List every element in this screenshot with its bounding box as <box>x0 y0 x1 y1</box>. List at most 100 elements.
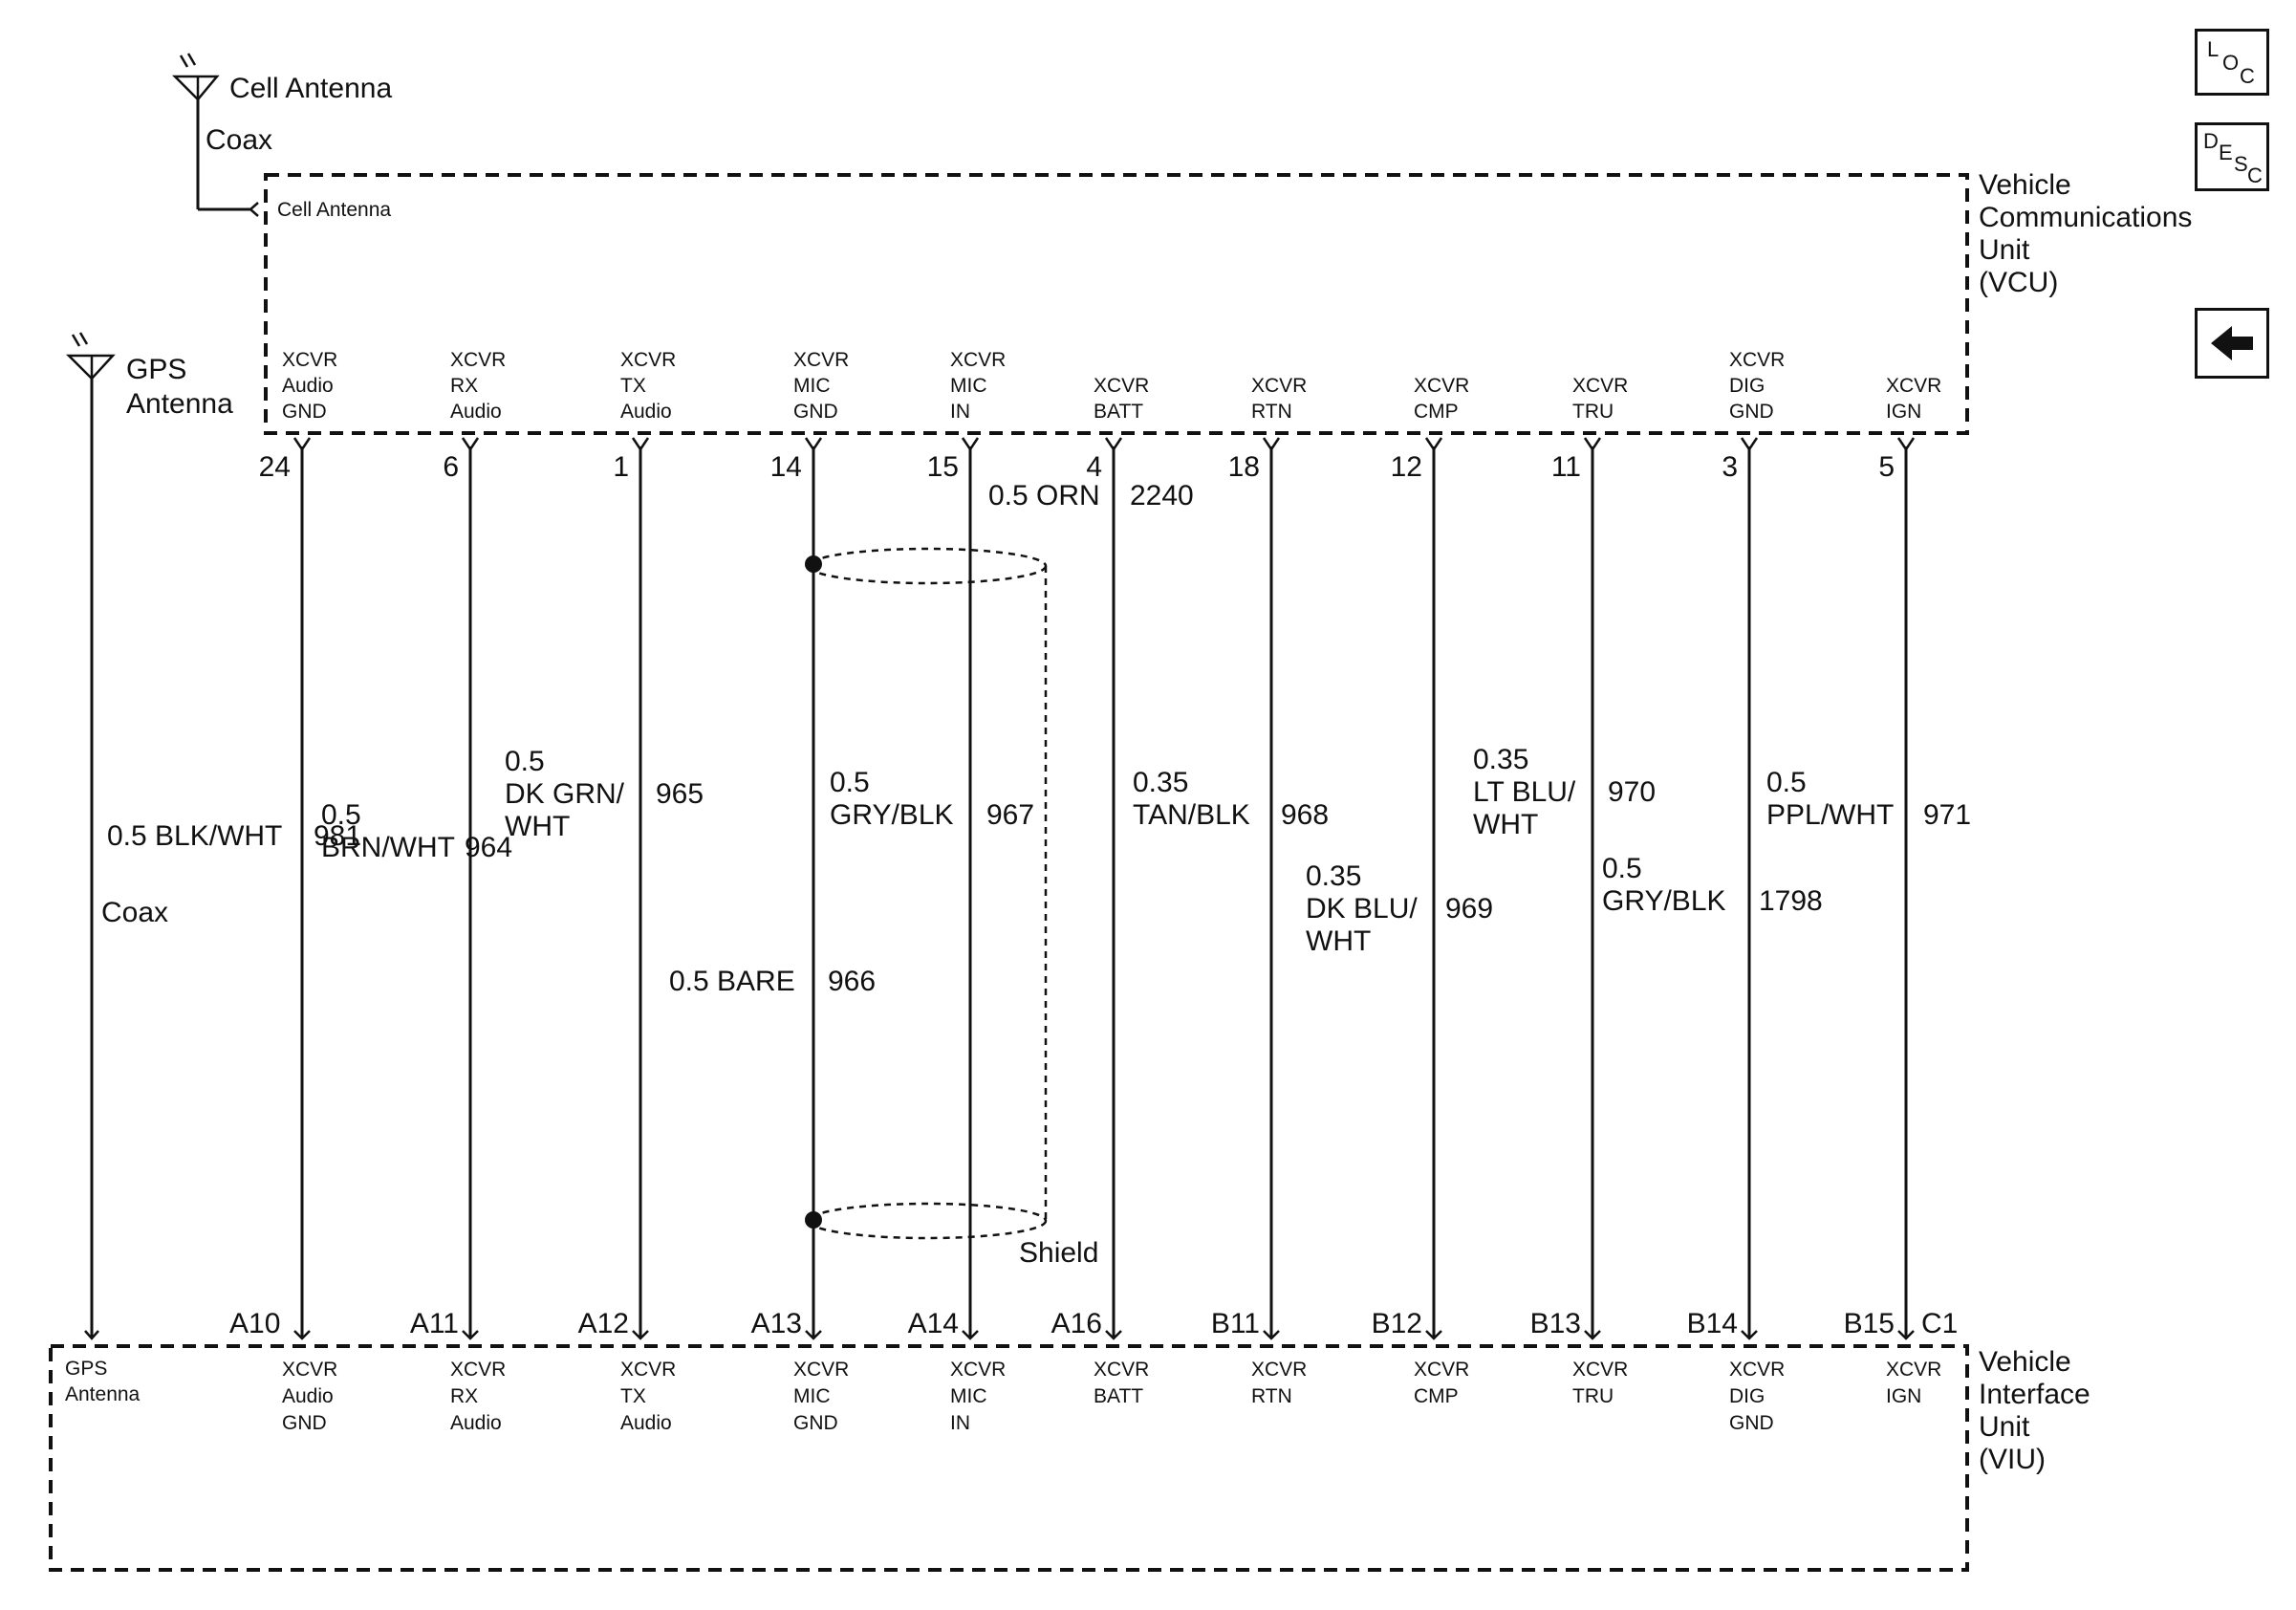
vcu-signal-label: XCVR <box>1094 375 1149 397</box>
back-arrow-icon <box>2211 326 2253 360</box>
desc-button[interactable]: D E S C <box>2195 122 2269 191</box>
vcu-name-line: Communications <box>1979 202 2192 233</box>
desc-letter: E <box>2219 141 2233 164</box>
vcu-cell-port-label: Cell Antenna <box>277 199 391 221</box>
vcu-signal-label: Audio <box>282 375 334 397</box>
viu-signal-label: XCVR <box>1414 1359 1469 1381</box>
viu-pin-number: A16 <box>1051 1308 1102 1339</box>
viu-signal-label: XCVR <box>1886 1359 1941 1381</box>
back-button[interactable] <box>2195 308 2269 379</box>
vcu-connector-icon <box>631 437 650 452</box>
viu-signal-label: MIC <box>950 1385 987 1407</box>
viu-signal-label: DIG <box>1729 1385 1765 1407</box>
wire-color-label: 0.5 <box>1602 853 1642 884</box>
vcu-signal-label: BATT <box>1094 401 1143 423</box>
viu-name-line: (VIU) <box>1979 1444 2046 1475</box>
wire-color-label: PPL/WHT <box>1766 799 1894 831</box>
vcu-signal-label: GND <box>282 401 327 423</box>
viu-pin-number: B12 <box>1372 1308 1422 1339</box>
cell-antenna-cable: Coax <box>206 124 272 156</box>
viu-signal-label: GND <box>1729 1412 1774 1434</box>
wire-color-label: TAN/BLK <box>1133 799 1250 831</box>
gps-antenna-label: Antenna <box>126 388 233 420</box>
viu-connector-icon <box>1425 1330 1442 1340</box>
vcu-signal-label: XCVR <box>1572 375 1628 397</box>
viu-connector-icon <box>1741 1330 1758 1340</box>
vcu-name-line: (VCU) <box>1979 267 2058 298</box>
wire-color-label: 0.5 <box>321 799 361 831</box>
cell-antenna-icon <box>171 53 220 101</box>
wire-color-label: DK BLU/ <box>1306 893 1418 925</box>
vcu-signal-label: XCVR <box>1729 349 1785 371</box>
desc-letter: C <box>2247 163 2263 187</box>
viu-signal-label: Audio <box>282 1385 334 1407</box>
viu-connector-icon <box>1584 1330 1601 1340</box>
shield-icon <box>805 547 1048 1240</box>
wire-color-label: WHT <box>1306 925 1371 957</box>
wire-color-label: 0.5 ORN <box>988 480 1100 511</box>
vcu-pin-number: 18 <box>1228 451 1260 483</box>
vcu-pin-number: 14 <box>770 451 802 483</box>
vcu-signal-label: GND <box>793 401 838 423</box>
viu-connector-icon <box>962 1330 979 1340</box>
wire-color-label: GRY/BLK <box>1602 885 1726 917</box>
vcu-connector-icon <box>1424 437 1443 452</box>
viu-signal-label: XCVR <box>950 1359 1006 1381</box>
circuit-number: 964 <box>465 832 512 863</box>
vcu-signal-label: RTN <box>1251 401 1292 423</box>
circuit-number: 969 <box>1445 893 1493 925</box>
wire-color-label: 0.5 BARE <box>669 966 795 997</box>
shield-label: Shield <box>1019 1237 1098 1269</box>
wire-color-label: LT BLU/ <box>1473 776 1576 808</box>
vcu-pin-number: 4 <box>1086 451 1102 483</box>
wire-color-label: 0.35 <box>1133 767 1188 798</box>
viu-pin-number: B15 <box>1844 1308 1895 1339</box>
viu-signal-label: XCVR <box>1251 1359 1307 1381</box>
wire-color-label: 0.5 <box>830 767 870 798</box>
vcu-connector-icon <box>804 437 823 452</box>
vcu-signal-label: XCVR <box>282 349 337 371</box>
viu-signal-label: RX <box>450 1385 478 1407</box>
vcu-signal-label: RX <box>450 375 478 397</box>
wire-color-label: GRY/BLK <box>830 799 954 831</box>
vcu-box <box>264 173 1969 435</box>
viu-connector-icon <box>1263 1330 1280 1340</box>
wire-color-label: DK GRN/ <box>505 778 625 810</box>
viu-signal-label: XCVR <box>620 1359 676 1381</box>
viu-signal-label: GND <box>793 1412 838 1434</box>
circuit-number: 970 <box>1608 776 1656 808</box>
cell-antenna-label: Cell Antenna <box>229 73 392 104</box>
gps-antenna-icon <box>65 332 116 381</box>
gps-viu-pin: A10 <box>229 1308 280 1339</box>
viu-signal-label: XCVR <box>1729 1359 1785 1381</box>
viu-connector-icon <box>632 1330 649 1340</box>
viu-name-line: Vehicle <box>1979 1346 2071 1378</box>
viu-signal-label: BATT <box>1094 1385 1143 1407</box>
vcu-pin-number: 15 <box>927 451 959 483</box>
vcu-signal-label: Audio <box>620 401 672 423</box>
wire-color-label: WHT <box>1473 809 1538 840</box>
vcu-pin-number: 11 <box>1551 451 1581 483</box>
vcu-signal-label: XCVR <box>620 349 676 371</box>
wire-color-label: 0.35 <box>1306 860 1361 892</box>
viu-connector-icon <box>293 1330 311 1340</box>
desc-letter: S <box>2234 152 2248 176</box>
loc-button[interactable]: L O C <box>2195 29 2269 96</box>
viu-signal-label: GND <box>282 1412 327 1434</box>
vcu-signal-label: XCVR <box>1886 375 1941 397</box>
viu-signal-label: CMP <box>1414 1385 1459 1407</box>
viu-box <box>49 1344 1969 1572</box>
viu-pin-number: B14 <box>1687 1308 1738 1339</box>
circuit-number: 971 <box>1923 799 1971 831</box>
gps-wire-label: 0.5 BLK/WHT <box>107 820 282 852</box>
vcu-signal-label: TRU <box>1572 401 1614 423</box>
viu-signal-label: IN <box>950 1412 970 1434</box>
viu-signal-label: TRU <box>1572 1385 1614 1407</box>
vcu-connector-icon <box>1104 437 1123 452</box>
viu-name-line: Unit <box>1979 1411 2030 1443</box>
viu-gps-port-label: Antenna <box>65 1383 141 1405</box>
viu-pin-number: A13 <box>751 1308 802 1339</box>
viu-pin-number: A11 <box>410 1308 459 1339</box>
vcu-signal-label: XCVR <box>950 349 1006 371</box>
